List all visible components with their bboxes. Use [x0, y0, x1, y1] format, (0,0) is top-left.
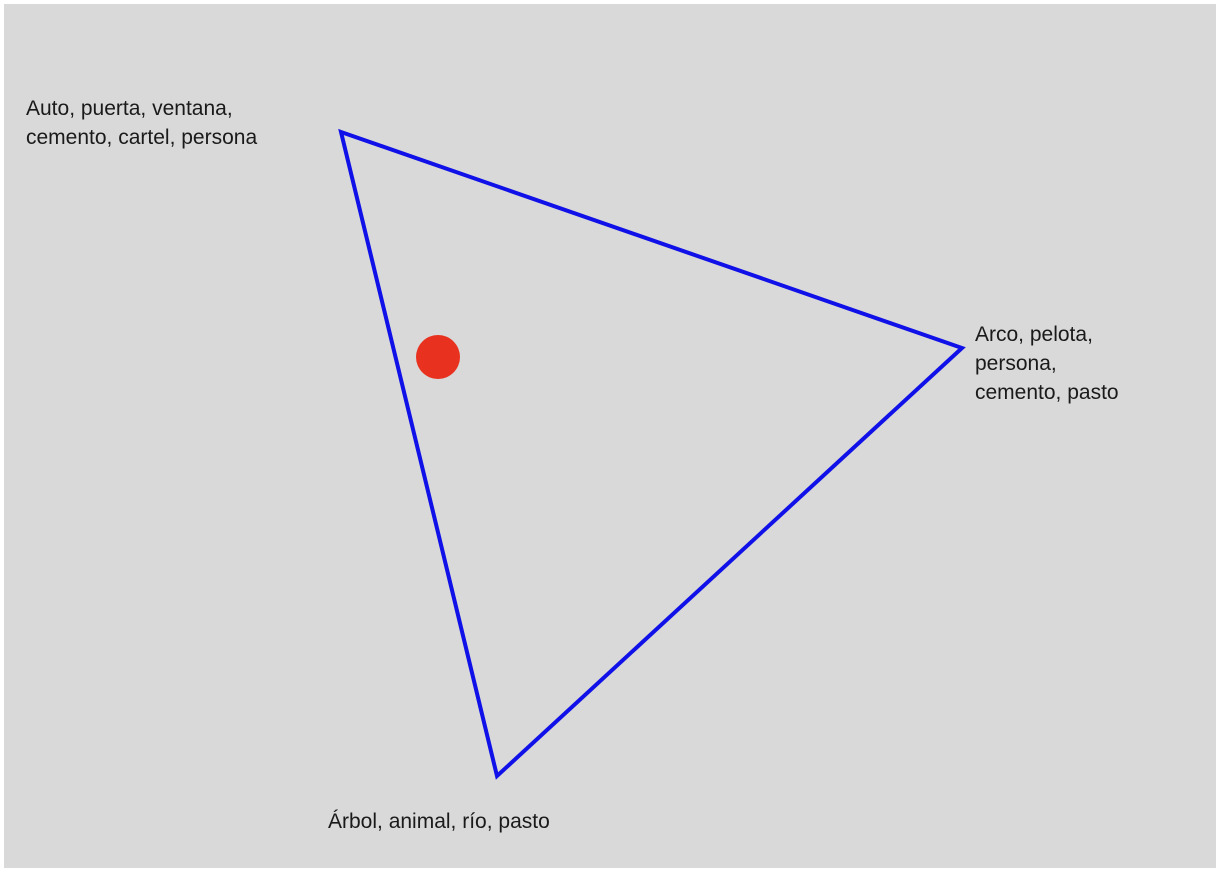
concept-triangle [338, 128, 966, 780]
red-point-marker [416, 335, 460, 379]
vertex-label-right: Arco, pelota, persona, cemento, pasto [975, 323, 1119, 404]
vertex-label-top-left: Auto, puerta, ventana, cemento, cartel, … [26, 97, 258, 149]
vertex-label-bottom: Árbol, animal, río, pasto [328, 810, 550, 833]
canvas-background [4, 4, 1216, 868]
